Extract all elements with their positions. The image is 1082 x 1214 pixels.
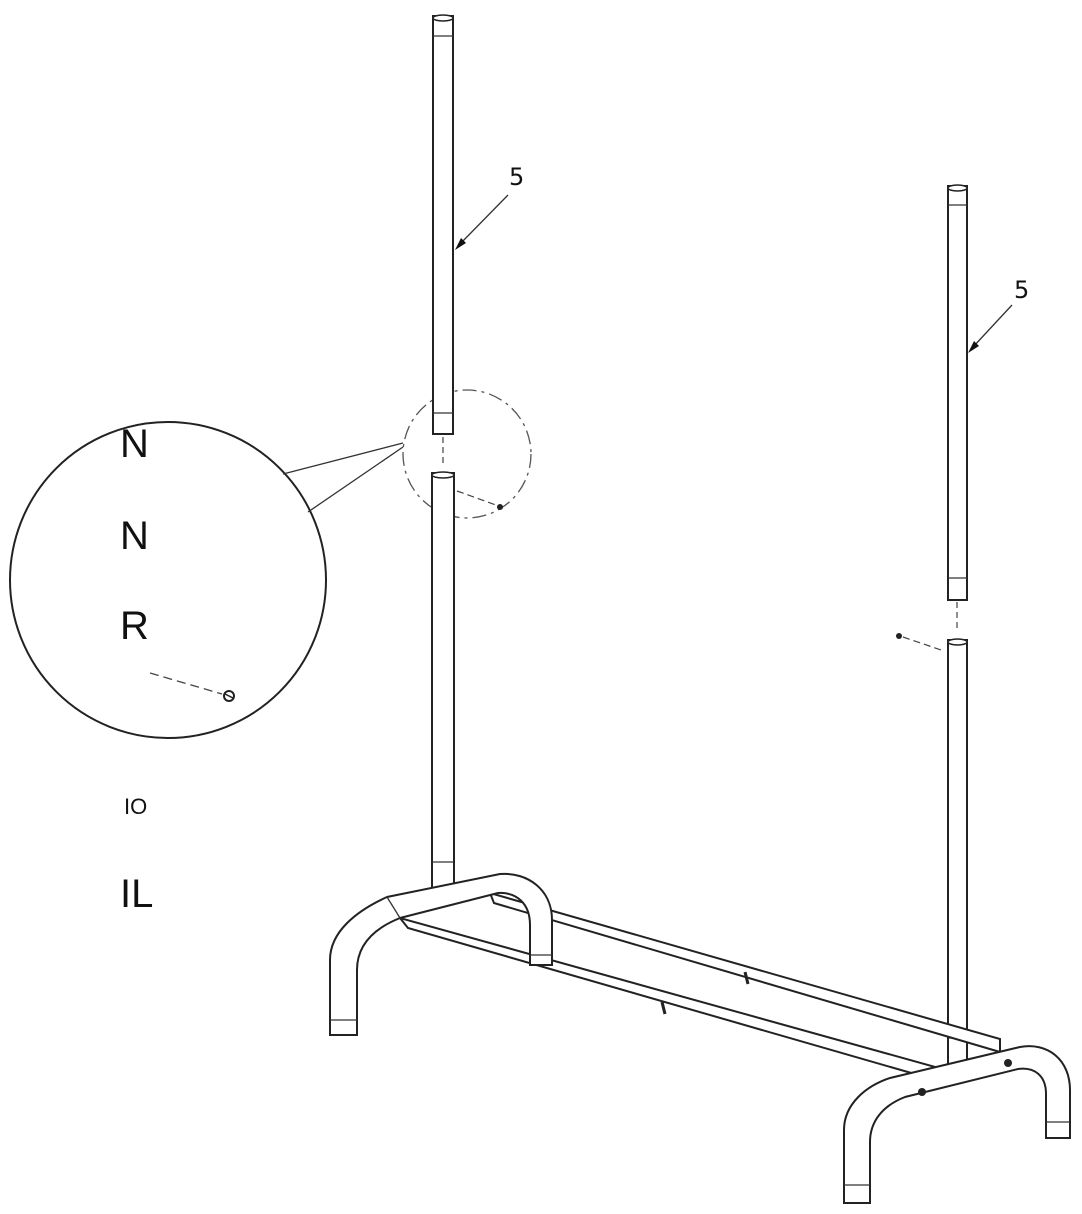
left-lower-tube: [431, 471, 503, 902]
detail-label: IL: [120, 872, 154, 916]
right-lower-tube: [896, 633, 968, 1067]
left-upper-tube: [432, 14, 454, 464]
detail-circle: [9, 421, 327, 739]
leader-line: [282, 442, 404, 475]
detail-callout: [9, 389, 532, 739]
right-base: [843, 1045, 1071, 1204]
callout-arrow-right: [968, 304, 1013, 353]
leader-line: [307, 446, 404, 513]
detail-label: IO: [124, 794, 148, 819]
right-upper-tube: [947, 184, 968, 630]
detail-label: N: [120, 514, 149, 558]
part-number-callout: 5: [509, 163, 525, 191]
screw-axis: [149, 672, 223, 695]
detail-origin-circle: [402, 389, 532, 519]
callout-arrow-left: [455, 194, 509, 250]
screw-icon: [223, 690, 235, 702]
part-number-callout: 5: [1014, 276, 1030, 304]
left-base: [329, 872, 553, 1036]
detail-label: N: [120, 422, 149, 466]
detail-label: R: [120, 604, 149, 648]
